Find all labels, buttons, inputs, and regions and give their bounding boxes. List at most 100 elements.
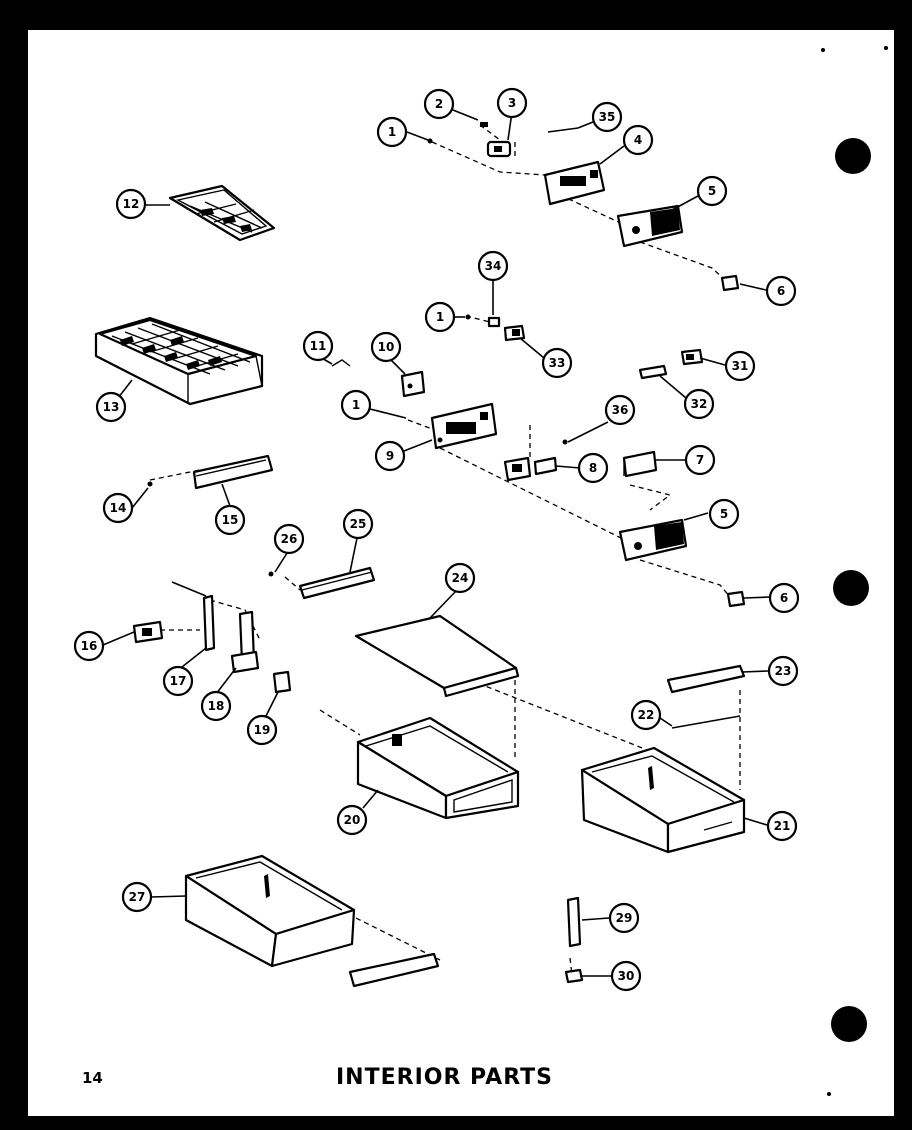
binder-hole [835, 138, 871, 174]
spring-11 [331, 359, 351, 367]
control-housing-4 [543, 160, 606, 206]
roller-19 [272, 670, 292, 694]
callout-25: 25 [342, 508, 374, 540]
assembly-lines [149, 124, 741, 976]
svg-text:33: 33 [549, 356, 566, 370]
clip-31 [680, 348, 704, 366]
svg-text:3: 3 [508, 96, 516, 110]
screw-34 [487, 316, 501, 328]
svg-text:29: 29 [616, 911, 633, 925]
thermostat-8 [503, 456, 558, 482]
callout-20: 20 [336, 804, 368, 836]
svg-text:9: 9 [386, 449, 394, 463]
callout-31: 31 [724, 350, 756, 382]
svg-text:17: 17 [170, 674, 187, 688]
callout-5: 5 [696, 175, 728, 207]
bracket-7 [622, 450, 658, 478]
svg-text:10: 10 [378, 340, 395, 354]
svg-text:6: 6 [780, 591, 788, 605]
switch-33 [503, 324, 526, 342]
callout-35: 35 [591, 101, 623, 133]
cover-trim-23 [666, 664, 746, 694]
svg-text:12: 12 [123, 197, 140, 211]
lamp-32 [638, 364, 668, 380]
callout-24: 24 [444, 562, 476, 594]
screw-36 [562, 439, 568, 445]
svg-text:19: 19 [254, 723, 271, 737]
callout-30: 30 [610, 960, 642, 992]
callout-1: 1 [340, 389, 372, 421]
shelf-trim-15 [192, 454, 274, 490]
callout-1: 1 [376, 116, 408, 148]
callout-10: 10 [370, 331, 402, 363]
knob-6-lower [726, 590, 746, 608]
callout-22: 22 [630, 699, 662, 731]
callout-15: 15 [214, 504, 246, 536]
screw-14 [147, 481, 153, 487]
svg-text:21: 21 [774, 819, 791, 833]
svg-text:35: 35 [599, 110, 616, 124]
binder-hole [833, 570, 869, 606]
hinge-16 [132, 620, 164, 644]
clip-30 [564, 968, 584, 984]
svg-text:14: 14 [110, 501, 127, 515]
control-housing-9 [430, 402, 498, 450]
crisper-cover-24 [354, 614, 520, 698]
divider-29 [566, 896, 582, 948]
screw-1-mid [465, 314, 471, 320]
callout-17: 17 [162, 665, 194, 697]
callout-8: 8 [577, 452, 609, 484]
callout-11: 11 [302, 330, 334, 362]
callout-5: 5 [708, 498, 740, 530]
callout-23: 23 [767, 655, 799, 687]
svg-text:31: 31 [732, 359, 749, 373]
screw-26 [268, 571, 274, 577]
knob-6-upper [720, 274, 740, 292]
svg-text:24: 24 [452, 571, 469, 585]
crisper-pan-21 [580, 746, 746, 854]
svg-text:1: 1 [436, 310, 444, 324]
svg-text:22: 22 [638, 708, 655, 722]
svg-text:20: 20 [344, 813, 361, 827]
support-18 [230, 610, 260, 674]
control-panel-5-upper [616, 204, 684, 248]
svg-text:34: 34 [485, 259, 502, 273]
control-panel-5-lower [618, 518, 688, 562]
shelf-bar-25 [298, 566, 376, 600]
svg-text:26: 26 [281, 532, 298, 546]
support-17 [202, 594, 216, 652]
svg-text:30: 30 [618, 969, 635, 983]
svg-text:5: 5 [708, 184, 716, 198]
callout-9: 9 [374, 440, 406, 472]
screw-1-top [427, 138, 433, 144]
svg-text:6: 6 [777, 284, 785, 298]
svg-text:1: 1 [388, 125, 396, 139]
svg-text:16: 16 [81, 639, 98, 653]
bracket-10 [400, 370, 426, 398]
svg-text:27: 27 [129, 890, 146, 904]
callout-7: 7 [684, 444, 716, 476]
callout-3: 3 [496, 87, 528, 119]
screw-2 [480, 122, 488, 127]
callout-13: 13 [95, 391, 127, 423]
ice-tray-12 [168, 184, 276, 242]
svg-text:7: 7 [696, 453, 704, 467]
callout-6: 6 [768, 582, 800, 614]
callout-26: 26 [273, 523, 305, 555]
page-title: INTERIOR PARTS [336, 1065, 553, 1090]
svg-text:23: 23 [775, 664, 792, 678]
callout-34: 34 [477, 250, 509, 282]
callout-1: 1 [424, 301, 456, 333]
ice-tray-rack-13 [94, 316, 264, 406]
callout-leaders [102, 109, 771, 977]
pan-trim [348, 952, 440, 988]
crisper-pan-20 [356, 716, 520, 820]
svg-text:5: 5 [720, 507, 728, 521]
svg-text:4: 4 [634, 133, 642, 147]
callout-21: 21 [766, 810, 798, 842]
clip-3 [486, 140, 512, 158]
callout-16: 16 [73, 630, 105, 662]
svg-text:1: 1 [352, 398, 360, 412]
svg-text:8: 8 [589, 461, 597, 475]
